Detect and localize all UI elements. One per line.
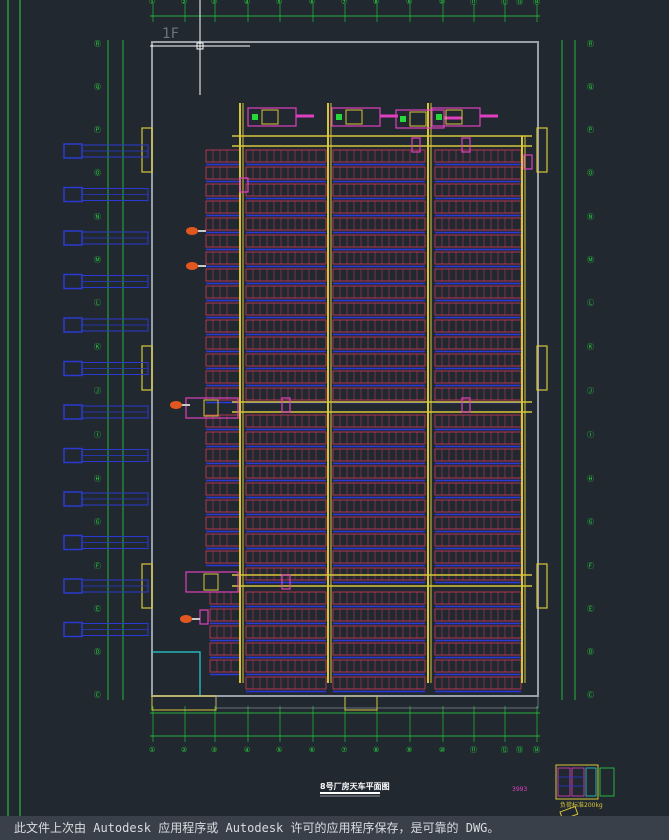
floor-label: 1F — [162, 26, 179, 42]
forklifts — [170, 227, 206, 623]
side-axis-label-left: Ⓖ — [94, 518, 101, 526]
crosshair-cursor-icon — [150, 0, 250, 95]
crane-rails — [232, 103, 532, 683]
side-axis-label-right: Ⓕ — [587, 562, 594, 570]
side-axis-label-left: Ⓔ — [94, 605, 101, 613]
bottom-axis-label: ⑫ — [501, 746, 508, 754]
stacker-cranes — [185, 107, 533, 625]
stamp-text: 3993 — [512, 786, 527, 793]
side-axis-label-right: Ⓖ — [587, 518, 594, 526]
side-axis-label-right: Ⓞ — [587, 169, 594, 177]
side-axis-label-left: Ⓚ — [94, 343, 101, 351]
side-axis-label-left: Ⓙ — [94, 387, 101, 395]
side-axis-label-left: Ⓟ — [94, 126, 101, 134]
svg-text:②: ② — [181, 0, 187, 6]
side-axis-label-right: Ⓒ — [587, 691, 594, 699]
side-axis-label-left: Ⓞ — [94, 169, 101, 177]
bottom-axis-label: ① — [149, 746, 155, 754]
svg-text:⑨: ⑨ — [406, 0, 412, 6]
side-axis-label-left: Ⓒ — [94, 691, 101, 699]
forklift-icon — [186, 227, 198, 235]
side-axis-label-right: Ⓗ — [587, 475, 594, 483]
loading-doors — [63, 143, 149, 638]
side-axis-label-right: Ⓛ — [587, 299, 594, 307]
side-axis-label-left: Ⓕ — [94, 562, 101, 570]
svg-text:⑧: ⑧ — [373, 0, 379, 6]
side-axis-label-left: Ⓝ — [94, 213, 101, 221]
bottom-axis-label: ⑩ — [439, 746, 445, 754]
forklift-icon — [186, 262, 198, 270]
bottom-axis-label: ⑨ — [406, 746, 412, 754]
status-bar: 此文件上次由 Autodesk 应用程序或 Autodesk 许可的应用程序保存… — [0, 816, 669, 840]
status-message: 此文件上次由 Autodesk 应用程序或 Autodesk 许可的应用程序保存… — [14, 821, 500, 835]
side-axis-label-right: Ⓠ — [587, 83, 594, 91]
bottom-axis-label: ⑬ — [516, 746, 523, 754]
svg-text:⑬: ⑬ — [516, 0, 523, 6]
bottom-axis-label: ⑦ — [341, 746, 347, 754]
side-axis-label-right: Ⓘ — [587, 431, 594, 439]
bottom-axis-label: ⑤ — [276, 746, 282, 754]
svg-text:③: ③ — [211, 0, 217, 6]
bottom-axis-label: ④ — [244, 746, 250, 754]
side-axis-label-right: Ⓔ — [587, 605, 594, 613]
bottom-axis-label: ⑭ — [533, 746, 540, 754]
bottom-axis-label: ③ — [211, 746, 217, 754]
side-axis-label-left: Ⓠ — [94, 83, 101, 91]
bottom-axis-label: ⑪ — [470, 746, 477, 754]
forklift-icon — [180, 615, 192, 623]
side-axis-label-left: Ⓘ — [94, 431, 101, 439]
svg-text:⑤: ⑤ — [276, 0, 282, 6]
svg-text:⑫: ⑫ — [501, 0, 508, 6]
axis-grid — [107, 4, 576, 742]
bottom-axis-label: ② — [181, 746, 187, 754]
svg-text:⑩: ⑩ — [439, 0, 445, 6]
side-axis-label-right: Ⓜ — [587, 256, 594, 264]
side-axis-label-left: Ⓓ — [94, 648, 101, 656]
side-axis-label-right: Ⓙ — [587, 387, 594, 395]
building-outline — [141, 41, 548, 711]
bottom-axis-label: ⑥ — [309, 746, 315, 754]
side-axis-label-left: Ⓜ — [94, 256, 101, 264]
legend-box — [555, 764, 615, 821]
legend-text: 负荷标准200kg — [560, 801, 603, 809]
side-axis-label-right: Ⓝ — [587, 213, 594, 221]
bottom-axis-label: ⑧ — [373, 746, 379, 754]
side-axis-label-right: Ⓓ — [587, 648, 594, 656]
svg-text:⑦: ⑦ — [341, 0, 347, 6]
side-axis-label-right: Ⓚ — [587, 343, 594, 351]
side-axis-label-left: Ⓗ — [94, 475, 101, 483]
drawing-title: 8号厂房天车平面图 — [320, 781, 390, 791]
side-axis-label-left: Ⓛ — [94, 299, 101, 307]
side-axis-label-right: Ⓟ — [587, 126, 594, 134]
svg-text:⑪: ⑪ — [470, 0, 477, 6]
svg-text:④: ④ — [244, 0, 250, 6]
svg-text:⑭: ⑭ — [533, 0, 540, 6]
side-axis-label-left: Ⓡ — [94, 40, 101, 48]
svg-text:⑥: ⑥ — [309, 0, 315, 6]
side-axis-label-right: Ⓡ — [587, 40, 594, 48]
forklift-icon — [170, 401, 182, 409]
storage-racks — [205, 149, 522, 693]
svg-text:①: ① — [149, 0, 155, 6]
